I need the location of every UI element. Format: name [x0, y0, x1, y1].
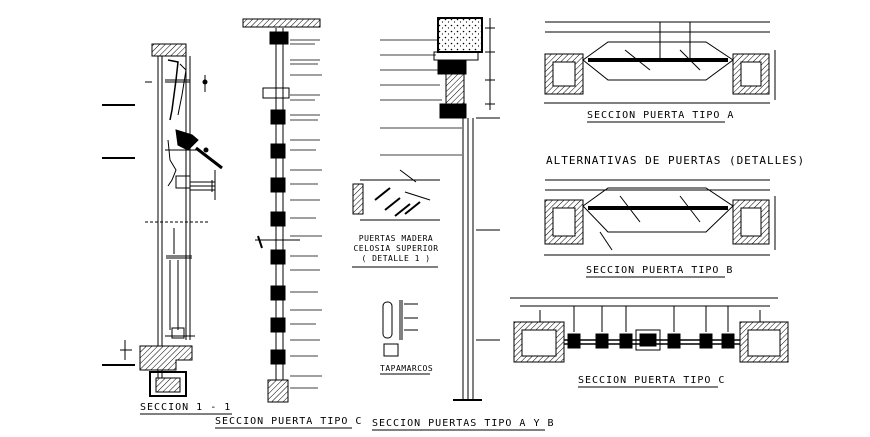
seccion-1-1-label: SECCION 1 - 1 [140, 402, 232, 413]
tapamarcos-label: TAPAMARCOS [380, 364, 434, 373]
detalle-1-label-line1: PUERTAS MADERA [358, 234, 434, 243]
seccion-puerta-tipo-c-vertical-label: SECCION PUERTA TIPO C [215, 416, 363, 427]
label-underlines [140, 121, 725, 431]
seccion-puerta-c-vertical-drawing [242, 18, 322, 403]
seccion-puerta-b-drawing [544, 179, 776, 256]
alternativas-de-puertas-heading: ALTERNATIVAS DE PUERTAS (DETALLES) [546, 154, 806, 167]
tapamarcos-drawing [382, 300, 418, 357]
seccion-1-1-drawing [102, 43, 223, 397]
seccion-puerta-c-plan-drawing [510, 297, 789, 363]
detalle-1-label-line2: CELOSIA SUPERIOR [353, 244, 439, 253]
detalle-1-drawing [352, 169, 440, 221]
seccion-puerta-a-drawing [544, 21, 776, 104]
seccion-puerta-tipo-b-label: SECCION PUERTA TIPO B [586, 265, 734, 276]
seccion-puerta-tipo-c-label: SECCION PUERTA TIPO C [578, 375, 726, 386]
seccion-tipo-ayb-drawing [380, 17, 500, 401]
seccion-puerta-tipo-a-label: SECCION PUERTA TIPO A [587, 110, 735, 121]
detalle-1-label-line3: ( DETALLE 1 ) [361, 254, 431, 263]
seccion-puertas-tipo-ayb-label: SECCION PUERTAS TIPO A Y B [372, 418, 555, 429]
